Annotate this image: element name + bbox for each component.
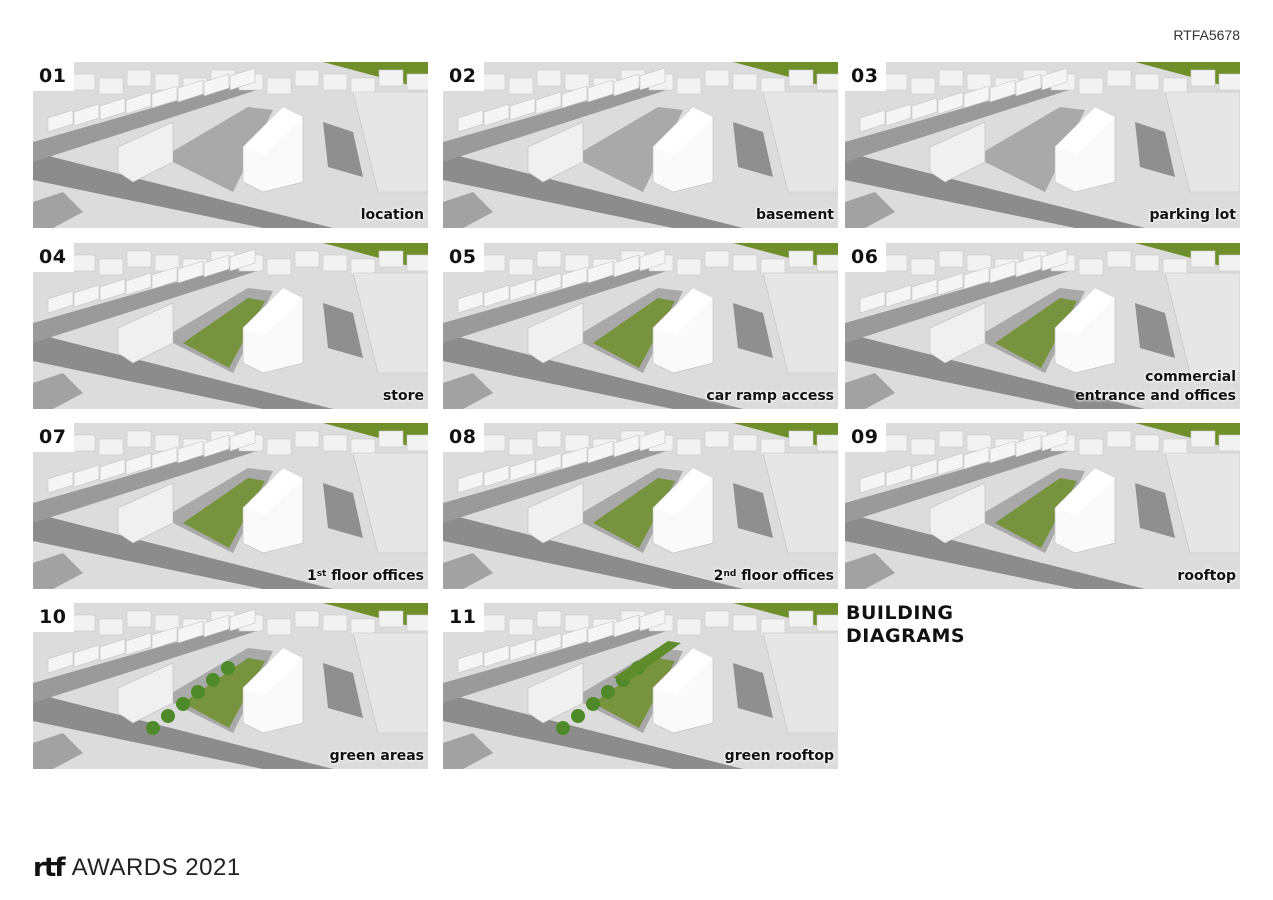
massing-model-image	[443, 423, 838, 589]
diagram-panel-11: 11 green rooftop	[443, 603, 838, 769]
caption-rest: floor offices	[326, 568, 424, 584]
massing-model-image	[33, 243, 428, 409]
awards-label: AWARDS 2021	[71, 854, 241, 881]
massing-model-image	[33, 603, 428, 769]
caption-line: green rooftop	[724, 748, 834, 764]
panel-number: 02	[443, 62, 485, 91]
caption-line: location	[360, 207, 424, 223]
panel-caption: 2nd floor offices	[714, 567, 834, 586]
caption-ordinal: st	[316, 569, 327, 579]
title-line-2: DIAGRAMS	[846, 625, 966, 647]
caption-line: store	[382, 388, 424, 404]
diagram-panel-01: 01 location	[33, 62, 428, 228]
diagram-panel-02: 02 basement	[443, 62, 838, 228]
panel-number: 08	[443, 423, 485, 452]
massing-model-image	[443, 603, 838, 769]
rtf-awards-logo: rtf AWARDS 2021	[33, 853, 241, 883]
caption-num: 1	[306, 568, 317, 584]
diagram-panel-08: 08 2nd floor offices	[443, 423, 838, 589]
massing-model-image	[443, 243, 838, 409]
panel-number: 09	[845, 423, 887, 452]
panel-caption: location	[361, 206, 424, 225]
panel-caption: 1st floor offices	[307, 567, 424, 586]
caption-line: car ramp access	[706, 388, 834, 404]
caption-line: basement	[755, 207, 834, 223]
caption-rest: floor offices	[736, 568, 834, 584]
panel-caption: green areas	[330, 747, 424, 766]
diagram-panel-06: 06 commercial entrance and offices	[845, 243, 1240, 409]
panel-number: 01	[33, 62, 75, 91]
caption-line-2: entrance and offices	[1075, 388, 1236, 404]
massing-model-image	[33, 423, 428, 589]
panel-caption: parking lot	[1150, 206, 1236, 225]
diagram-panel-04: 04 store	[33, 243, 428, 409]
caption-line: parking lot	[1149, 207, 1236, 223]
massing-model-image	[845, 423, 1240, 589]
caption-num: 2	[713, 568, 724, 584]
massing-model-image	[33, 62, 428, 228]
panel-number: 03	[845, 62, 887, 91]
panel-caption: rooftop	[1177, 567, 1236, 586]
panel-caption: car ramp access	[706, 387, 834, 406]
section-title: BUILDING DIAGRAMS	[846, 602, 965, 648]
title-line-1: BUILDING	[846, 602, 954, 624]
diagram-panel-03: 03 parking lot	[845, 62, 1240, 228]
diagram-panel-09: 09 rooftop	[845, 423, 1240, 589]
panel-number: 11	[443, 603, 485, 632]
rtf-logo-mark: rtf	[33, 853, 66, 883]
panel-number: 05	[443, 243, 485, 272]
caption-ordinal: nd	[723, 569, 737, 579]
diagram-panel-07: 07 1st floor offices	[33, 423, 428, 589]
sheet-code: RTFA5678	[1173, 27, 1240, 43]
panel-number: 07	[33, 423, 75, 452]
massing-model-image	[443, 62, 838, 228]
caption-line: rooftop	[1177, 568, 1236, 584]
massing-model-image	[845, 243, 1240, 409]
panel-number: 10	[33, 603, 75, 632]
panel-number: 06	[845, 243, 887, 272]
panel-caption: green rooftop	[725, 747, 834, 766]
caption-line: commercial	[1145, 369, 1236, 385]
caption-line: green areas	[329, 748, 424, 764]
diagram-panel-10: 10 green areas	[33, 603, 428, 769]
panel-caption: basement	[756, 206, 834, 225]
massing-model-image	[845, 62, 1240, 228]
panel-caption: commercial entrance and offices	[1075, 368, 1236, 406]
diagram-panel-05: 05 car ramp access	[443, 243, 838, 409]
panel-caption: store	[383, 387, 424, 406]
panel-number: 04	[33, 243, 75, 272]
